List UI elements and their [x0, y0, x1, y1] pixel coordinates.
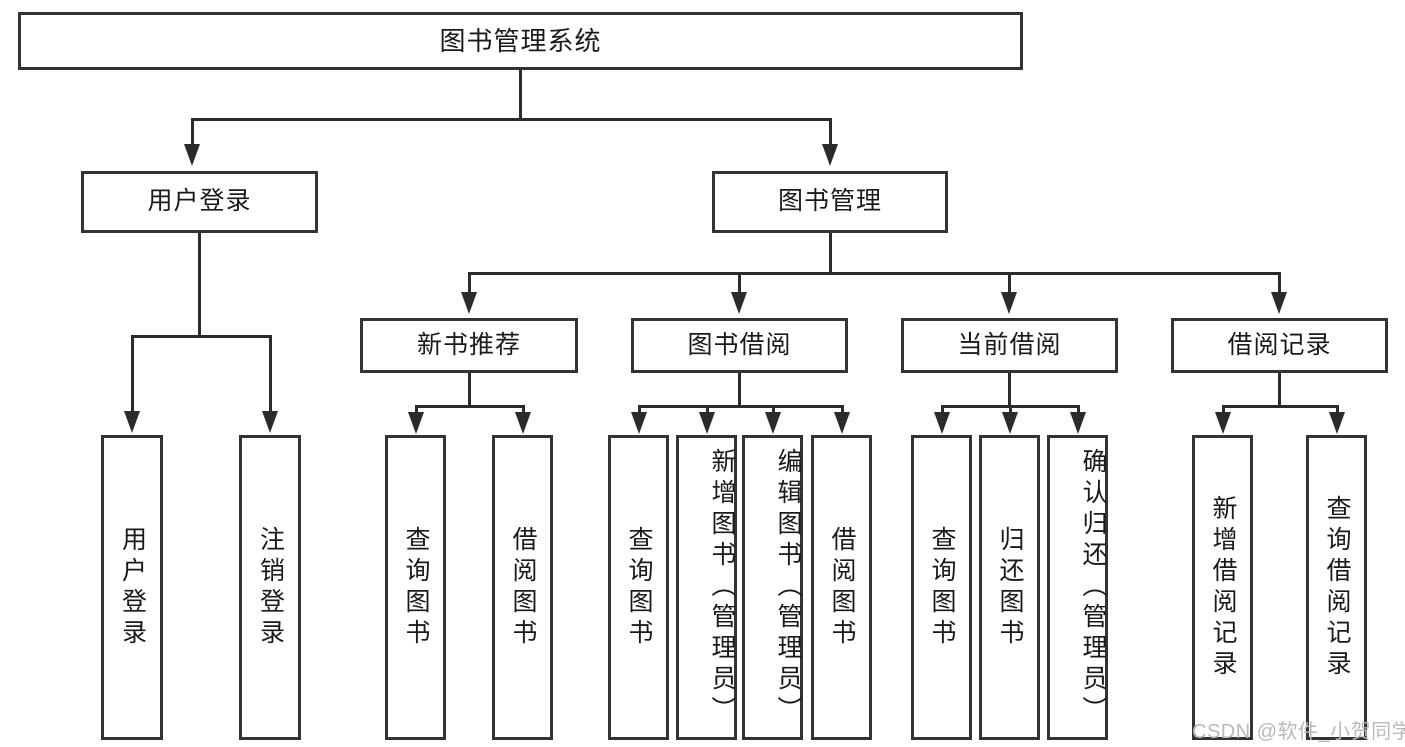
- leaf-label: 查询借阅记录: [1323, 494, 1351, 681]
- arrow-book-mgmt-to-borrow: [731, 292, 747, 314]
- watermark-text: CSDN @软件_小贺同学: [1192, 721, 1405, 743]
- edge-root-to-user-login: [191, 118, 194, 146]
- leaf-label: 编辑图书（管理员）: [774, 448, 802, 727]
- arrow-root-to-book-mgmt: [822, 144, 838, 166]
- leaf-book-borrow-borrow[interactable]: 借阅图书: [811, 435, 872, 740]
- edge-book-borrow-leaf2: [706, 405, 709, 415]
- leaf-label: 新增借阅记录: [1209, 494, 1237, 681]
- leaf-user-login-login[interactable]: 用户登录: [101, 435, 163, 740]
- edge-root-bus: [191, 118, 832, 121]
- edge-book-mgmt-to-borrow: [738, 272, 741, 294]
- arrow-book-borrow-leaf3: [765, 412, 781, 434]
- leaf-borrow-record-add[interactable]: 新增借阅记录: [1192, 435, 1253, 740]
- edge-book-borrow-bus: [638, 405, 844, 408]
- edge-book-borrow-stem: [738, 373, 741, 405]
- leaf-label: 查询图书: [402, 525, 430, 650]
- node-book-management[interactable]: 图书管理: [712, 171, 948, 233]
- edge-borrow-record-stem: [1278, 373, 1281, 405]
- edge-user-login-leaf1: [131, 335, 134, 413]
- edge-user-login-stem: [198, 233, 201, 335]
- leaf-new-book-borrow[interactable]: 借阅图书: [492, 435, 553, 740]
- leaf-label: 新增图书（管理员）: [708, 448, 736, 727]
- edge-root-stem: [519, 70, 522, 118]
- edge-book-mgmt-to-current: [1008, 272, 1011, 294]
- arrow-book-mgmt-to-new-book: [461, 292, 477, 314]
- edge-new-book-leaf2: [522, 405, 525, 415]
- edge-root-to-book-mgmt: [829, 118, 832, 146]
- edge-current-borrow-leaf3: [1077, 405, 1080, 415]
- leaf-label: 查询图书: [928, 525, 956, 650]
- leaf-borrow-record-query[interactable]: 查询借阅记录: [1306, 435, 1367, 740]
- edge-current-borrow-stem: [1008, 373, 1011, 405]
- edge-new-book-leaf1: [415, 405, 418, 415]
- arrow-book-borrow-leaf1: [631, 412, 647, 434]
- leaf-label: 归还图书: [996, 525, 1024, 650]
- node-user-login[interactable]: 用户登录: [81, 171, 318, 233]
- node-book-borrow[interactable]: 图书借阅: [631, 318, 848, 373]
- leaf-book-borrow-add[interactable]: 新增图书（管理员）: [676, 435, 737, 740]
- edge-book-borrow-leaf1: [638, 405, 641, 415]
- edge-borrow-record-leaf1: [1222, 405, 1225, 415]
- edge-current-borrow-leaf1: [941, 405, 944, 415]
- node-root-system[interactable]: 图书管理系统: [18, 12, 1023, 70]
- edge-book-borrow-leaf3: [772, 405, 775, 415]
- node-new-book-recommend[interactable]: 新书推荐: [360, 318, 578, 373]
- leaf-label: 借阅图书: [828, 525, 856, 650]
- arrow-book-mgmt-to-record: [1271, 292, 1287, 314]
- leaf-current-borrow-confirm[interactable]: 确认归还（管理员）: [1047, 435, 1108, 740]
- edge-book-borrow-leaf4: [841, 405, 844, 415]
- arrow-book-borrow-leaf4: [834, 412, 850, 434]
- arrow-current-borrow-leaf1: [934, 412, 950, 434]
- edge-book-mgmt-to-record: [1278, 272, 1281, 294]
- edge-user-login-leaf2: [269, 335, 272, 413]
- leaf-current-borrow-query[interactable]: 查询图书: [911, 435, 972, 740]
- node-current-borrow[interactable]: 当前借阅: [901, 318, 1118, 373]
- leaf-label: 借阅图书: [509, 525, 537, 650]
- leaf-book-borrow-query[interactable]: 查询图书: [608, 435, 669, 740]
- leaf-book-borrow-edit[interactable]: 编辑图书（管理员）: [742, 435, 803, 740]
- edge-new-book-bus: [415, 405, 525, 408]
- arrow-borrow-record-leaf1: [1215, 412, 1231, 434]
- arrow-user-login-leaf1: [124, 411, 140, 433]
- arrow-user-login-leaf2: [262, 411, 278, 433]
- leaf-label: 用户登录: [118, 525, 147, 650]
- arrow-book-borrow-leaf2: [699, 412, 715, 434]
- edge-new-book-stem: [468, 373, 471, 405]
- arrow-current-borrow-leaf2: [1002, 412, 1018, 434]
- arrow-book-mgmt-to-current: [1001, 292, 1017, 314]
- edge-book-mgmt-bus: [468, 272, 1280, 275]
- arrow-root-to-user-login: [184, 144, 200, 166]
- edge-user-login-bus: [131, 335, 269, 338]
- edge-book-mgmt-to-new-book: [468, 272, 471, 294]
- edge-current-borrow-leaf2: [1009, 405, 1012, 415]
- node-borrow-record[interactable]: 借阅记录: [1171, 318, 1388, 373]
- leaf-current-borrow-return[interactable]: 归还图书: [979, 435, 1040, 740]
- edge-borrow-record-bus: [1222, 405, 1339, 408]
- leaf-label: 注销登录: [256, 525, 285, 650]
- leaf-new-book-query[interactable]: 查询图书: [385, 435, 446, 740]
- leaf-label: 确认归还（管理员）: [1079, 448, 1107, 727]
- arrow-new-book-leaf1: [408, 412, 424, 434]
- leaf-label: 查询图书: [625, 525, 653, 650]
- arrow-current-borrow-leaf3: [1070, 412, 1086, 434]
- edge-book-mgmt-stem: [829, 233, 832, 272]
- leaf-user-login-logout[interactable]: 注销登录: [239, 435, 301, 740]
- edge-borrow-record-leaf2: [1336, 405, 1339, 415]
- arrow-new-book-leaf2: [515, 412, 531, 434]
- arrow-borrow-record-leaf2: [1329, 412, 1345, 434]
